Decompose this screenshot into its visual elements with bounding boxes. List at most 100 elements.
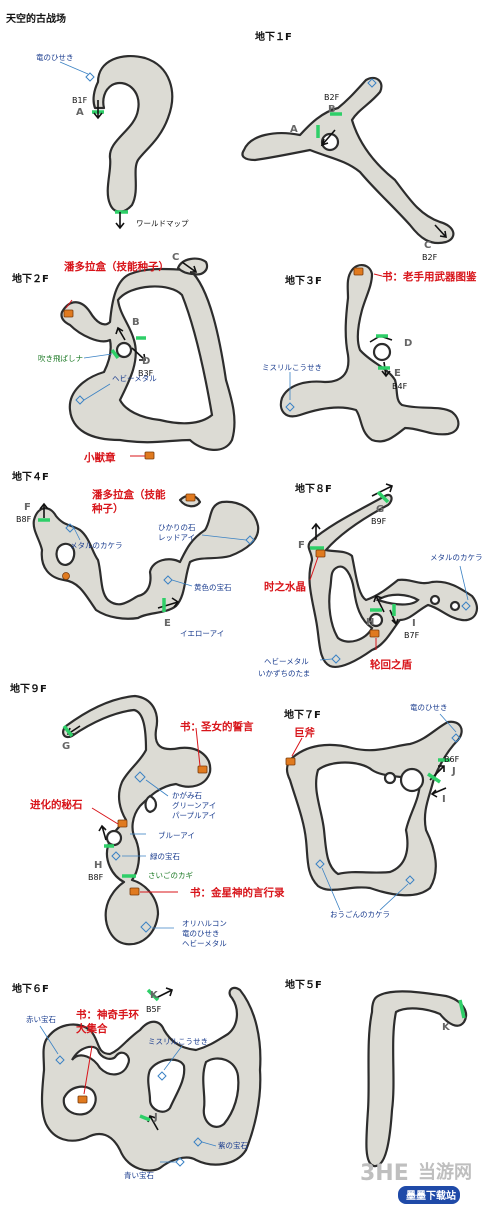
watermark-site: 当游网 xyxy=(418,1161,472,1183)
floor-title: 地下４F xyxy=(12,470,49,483)
item-label: 緑の宝石 xyxy=(150,851,180,861)
waypoint-label: C xyxy=(424,240,431,251)
item-label: いかずちのたま xyxy=(258,668,310,678)
item-sparkle-icon xyxy=(75,395,85,405)
floor-link-label: B8F xyxy=(16,515,32,524)
item-sparkle-icon xyxy=(140,921,152,933)
floor-link-label: B1F xyxy=(72,96,88,105)
treasure-chest-icon xyxy=(369,629,380,638)
watermark-badge xyxy=(398,1186,460,1204)
treasure-chest-icon xyxy=(129,887,140,896)
arrow-icon xyxy=(389,609,399,626)
item-sparkle-icon xyxy=(55,1055,65,1065)
floor-title: 地下１F xyxy=(255,30,292,43)
waypoint-label: E xyxy=(394,368,401,379)
floor-link-label: B2F xyxy=(422,253,438,262)
arrow-icon xyxy=(131,347,146,361)
waypoint-label: D xyxy=(404,338,412,349)
item-label: 紫の宝石 xyxy=(218,1140,248,1150)
floor-b1: 地下１F B2F B A C B2F xyxy=(241,30,455,262)
treasure-chest-icon xyxy=(77,1095,88,1104)
item-sparkle-icon xyxy=(175,1157,185,1167)
item-label: オリハルコン xyxy=(182,919,227,928)
map-pillar xyxy=(429,594,441,606)
arrow-icon xyxy=(39,502,49,518)
floor-title: 地下９F xyxy=(10,682,47,695)
item-sparkle-icon xyxy=(461,601,471,611)
arrow-icon xyxy=(311,522,321,540)
item-label: 黄色の宝石 xyxy=(194,582,232,592)
item-sparkle-icon xyxy=(331,654,341,664)
floor-title: 地下２F xyxy=(12,272,49,285)
floor-title: 地下５F xyxy=(285,978,322,991)
floor-title: 地下７F xyxy=(284,708,321,721)
item-label: 竜のひせき xyxy=(410,702,448,712)
item-label: メタルのカケラ xyxy=(430,553,483,562)
chest-label: 书：神奇手环 xyxy=(76,1008,139,1021)
item-label: グリーンアイ xyxy=(172,800,216,810)
treasure-chest-icon xyxy=(197,765,208,774)
floor-b3: 地下３F 书：老手用武器图鉴 D E B4F ミスリルこうせき xyxy=(262,264,477,443)
item-label: 吹き飛ばしナ xyxy=(38,353,83,363)
chest-label: 潘多拉盒（技能种子） xyxy=(64,260,169,273)
waypoint-label: B xyxy=(328,104,336,115)
treasure-chest-icon xyxy=(63,309,74,318)
floor-b6: 地下６F 书：神奇手环 大集合 K B5F J 赤い宝石 ミスリルこうせき 紫の… xyxy=(12,982,262,1180)
waypoint-label: F xyxy=(298,540,305,551)
floor-link-label: B8F xyxy=(88,873,104,882)
item-label: ひかりの石 xyxy=(158,523,196,532)
item-sparkle-icon xyxy=(245,535,255,545)
waypoint-label: E xyxy=(164,618,171,629)
down-arrow-icon xyxy=(115,212,125,230)
arrow-icon xyxy=(320,129,336,147)
waypoint-label: D xyxy=(142,356,150,367)
arrow-icon xyxy=(373,594,385,613)
watermark: 3HE 当游网 墨墨下载站 xyxy=(360,1161,472,1204)
floor-link-label: B2F xyxy=(324,93,340,102)
item-label: レッドアイ xyxy=(158,533,195,542)
item-label: ミスリルこうせき xyxy=(262,363,322,372)
item-label: かがみ石 xyxy=(172,790,202,800)
waypoint-label: J xyxy=(451,766,456,777)
map-pillar xyxy=(105,829,123,847)
item-sparkle-icon xyxy=(157,1071,167,1081)
item-sparkle-icon xyxy=(367,78,377,88)
map-pillar xyxy=(320,132,340,152)
chest-label: 时之水晶 xyxy=(264,580,306,593)
treasure-chest-icon xyxy=(185,493,196,502)
treasure-chest-icon xyxy=(315,549,326,558)
waypoint-label: A xyxy=(290,124,298,135)
waypoint-label: B xyxy=(132,317,140,328)
arrow-icon xyxy=(115,326,126,341)
chest-label: 书：金星神的言行录 xyxy=(190,886,285,899)
waypoint-label: A xyxy=(76,107,84,118)
item-sparkle-icon xyxy=(193,1137,203,1147)
item-label: ブルーアイ xyxy=(158,830,195,840)
item-sparkle-icon xyxy=(451,733,461,743)
item-label: おうごんのカケラ xyxy=(330,909,390,919)
item-sparkle-icon xyxy=(315,859,325,869)
floor-b5: 地下５F K xyxy=(285,978,468,1168)
waypoint-label: K xyxy=(442,1022,451,1033)
chest-label: 小獣章 xyxy=(83,451,116,464)
floor-link-label: B3F xyxy=(138,369,154,378)
item-label: 青い宝石 xyxy=(124,1170,154,1180)
item-label: ヘビーメタル xyxy=(112,374,157,383)
waypoint-label: I xyxy=(442,794,446,805)
floor-link-label: B9F xyxy=(371,517,387,526)
item-label: ヘビーメタル xyxy=(182,939,227,948)
item-sparkle-icon xyxy=(85,72,95,82)
floor-link-label: B7F xyxy=(404,631,420,640)
watermark-badge-text: 墨墨下载站 xyxy=(406,1189,456,1202)
waypoint-label: K xyxy=(150,990,159,1001)
map-pillar xyxy=(368,612,384,628)
arrow-icon xyxy=(434,224,447,238)
item-sparkle-icon xyxy=(285,402,295,412)
waypoint-label: G xyxy=(62,741,70,752)
map-pillar xyxy=(383,771,397,785)
item-label: イエローアイ xyxy=(180,629,224,638)
waypoint-label: F xyxy=(24,502,31,513)
chest-label: 种子） xyxy=(91,502,124,515)
treasure-chest-icon xyxy=(353,267,364,276)
